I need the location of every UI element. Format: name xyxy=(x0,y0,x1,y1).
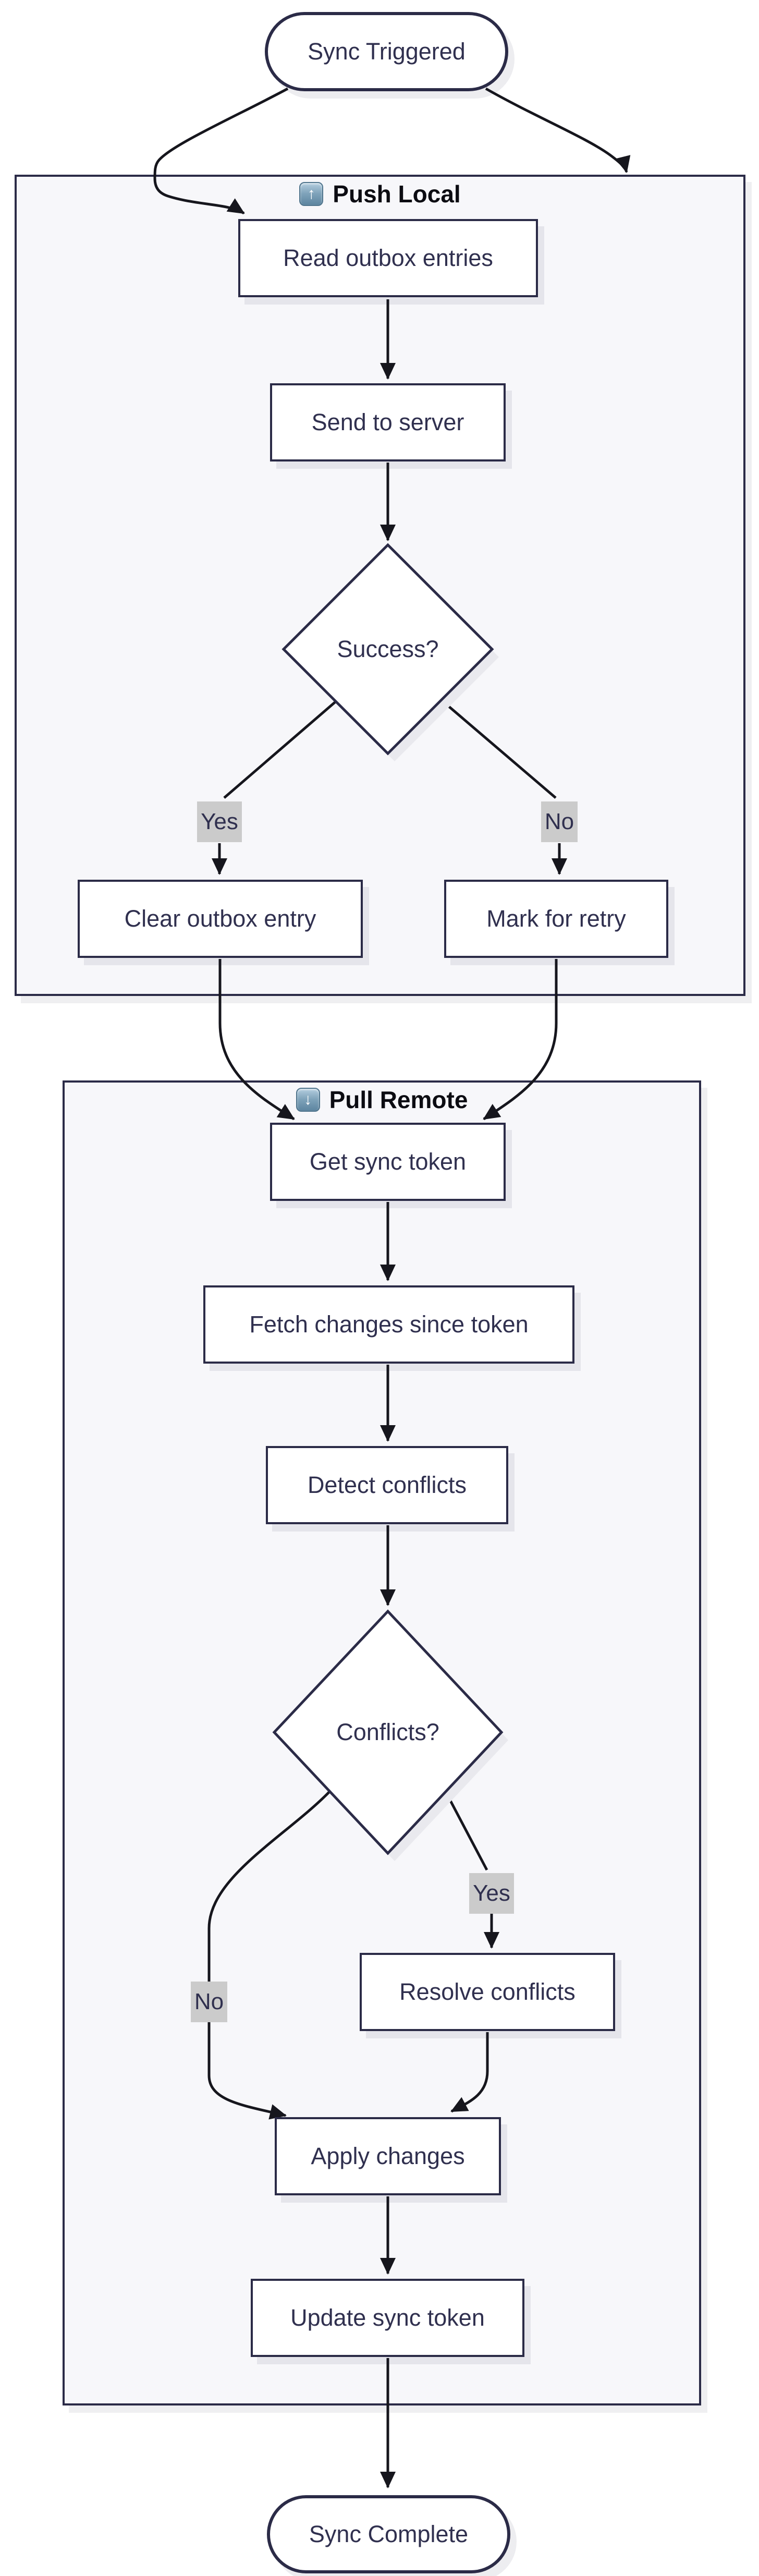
edge-label-text: Yes xyxy=(201,809,238,834)
edge-success-to-no-label xyxy=(440,699,557,799)
subgraph-title-pull-remote: ↓ Pull Remote xyxy=(63,1086,701,1114)
pull-down-arrow-icon: ↓ xyxy=(296,1088,320,1112)
edge-label-conflicts-yes: Yes xyxy=(469,1873,514,1914)
node-label: Apply changes xyxy=(311,2143,465,2169)
node-label: Mark for retry xyxy=(486,905,626,932)
node-mark-for-retry: Mark for retry xyxy=(444,880,668,958)
edge-label-conflicts-no: No xyxy=(191,1982,227,2022)
node-label: Read outbox entries xyxy=(283,245,493,271)
node-fetch-changes-since-token: Fetch changes since token xyxy=(203,1285,574,1364)
node-label: Success? xyxy=(337,636,439,662)
success-diamond xyxy=(281,543,494,756)
node-send-to-server: Send to server xyxy=(270,383,506,461)
node-label: Sync Triggered xyxy=(308,38,466,65)
node-label: Fetch changes since token xyxy=(249,1311,529,1338)
node-clear-outbox-entry: Clear outbox entry xyxy=(78,880,363,958)
edge-mark-to-get-token xyxy=(483,959,558,1121)
edge-label-text: Yes xyxy=(473,1880,510,1906)
node-get-sync-token: Get sync token xyxy=(270,1123,506,1201)
node-detect-conflicts: Detect conflicts xyxy=(266,1446,508,1524)
edge-conflicts-to-no-label xyxy=(207,1791,330,1982)
conflicts-diamond xyxy=(272,1609,504,1855)
node-label: Clear outbox entry xyxy=(124,905,316,932)
node-label: Conflicts? xyxy=(336,1719,439,1745)
edge-start-to-read-outbox xyxy=(153,87,289,215)
node-apply-changes: Apply changes xyxy=(275,2117,501,2195)
node-success-decision-label: Success? xyxy=(304,626,471,673)
node-label: Update sync token xyxy=(290,2304,485,2331)
node-sync-triggered: Sync Triggered xyxy=(265,12,508,91)
node-label: Resolve conflicts xyxy=(399,1978,576,2005)
subgraph-title-label: Pull Remote xyxy=(329,1086,468,1113)
node-label: Detect conflicts xyxy=(307,1472,467,1498)
edge-conflicts-to-yes-label xyxy=(445,1792,488,1871)
node-conflicts-decision-label: Conflicts? xyxy=(304,1709,471,1756)
subgraph-title-label: Push Local xyxy=(333,180,461,208)
edge-success-to-yes-label xyxy=(223,699,339,799)
edge-label-success-yes: Yes xyxy=(197,801,242,842)
edge-start-to-pull-local xyxy=(485,87,631,173)
node-read-outbox-entries: Read outbox entries xyxy=(238,219,538,297)
edge-resolve-to-apply xyxy=(450,2032,489,2113)
node-label: Send to server xyxy=(311,409,464,435)
edge-label-text: No xyxy=(544,809,574,834)
node-label: Sync Complete xyxy=(309,2521,469,2547)
edge-label-success-no: No xyxy=(541,801,578,842)
subgraph-title-push-local: ↑ Push Local xyxy=(15,180,745,208)
node-sync-complete: Sync Complete xyxy=(267,2495,510,2573)
edge-label-text: No xyxy=(194,1989,224,2014)
edge-no-label-to-apply xyxy=(207,2022,287,2120)
edge-clear-to-get-token xyxy=(218,959,295,1121)
node-resolve-conflicts: Resolve conflicts xyxy=(360,1953,615,2031)
node-update-sync-token: Update sync token xyxy=(251,2279,524,2357)
push-up-arrow-icon: ↑ xyxy=(299,182,324,206)
node-label: Get sync token xyxy=(309,1148,467,1175)
